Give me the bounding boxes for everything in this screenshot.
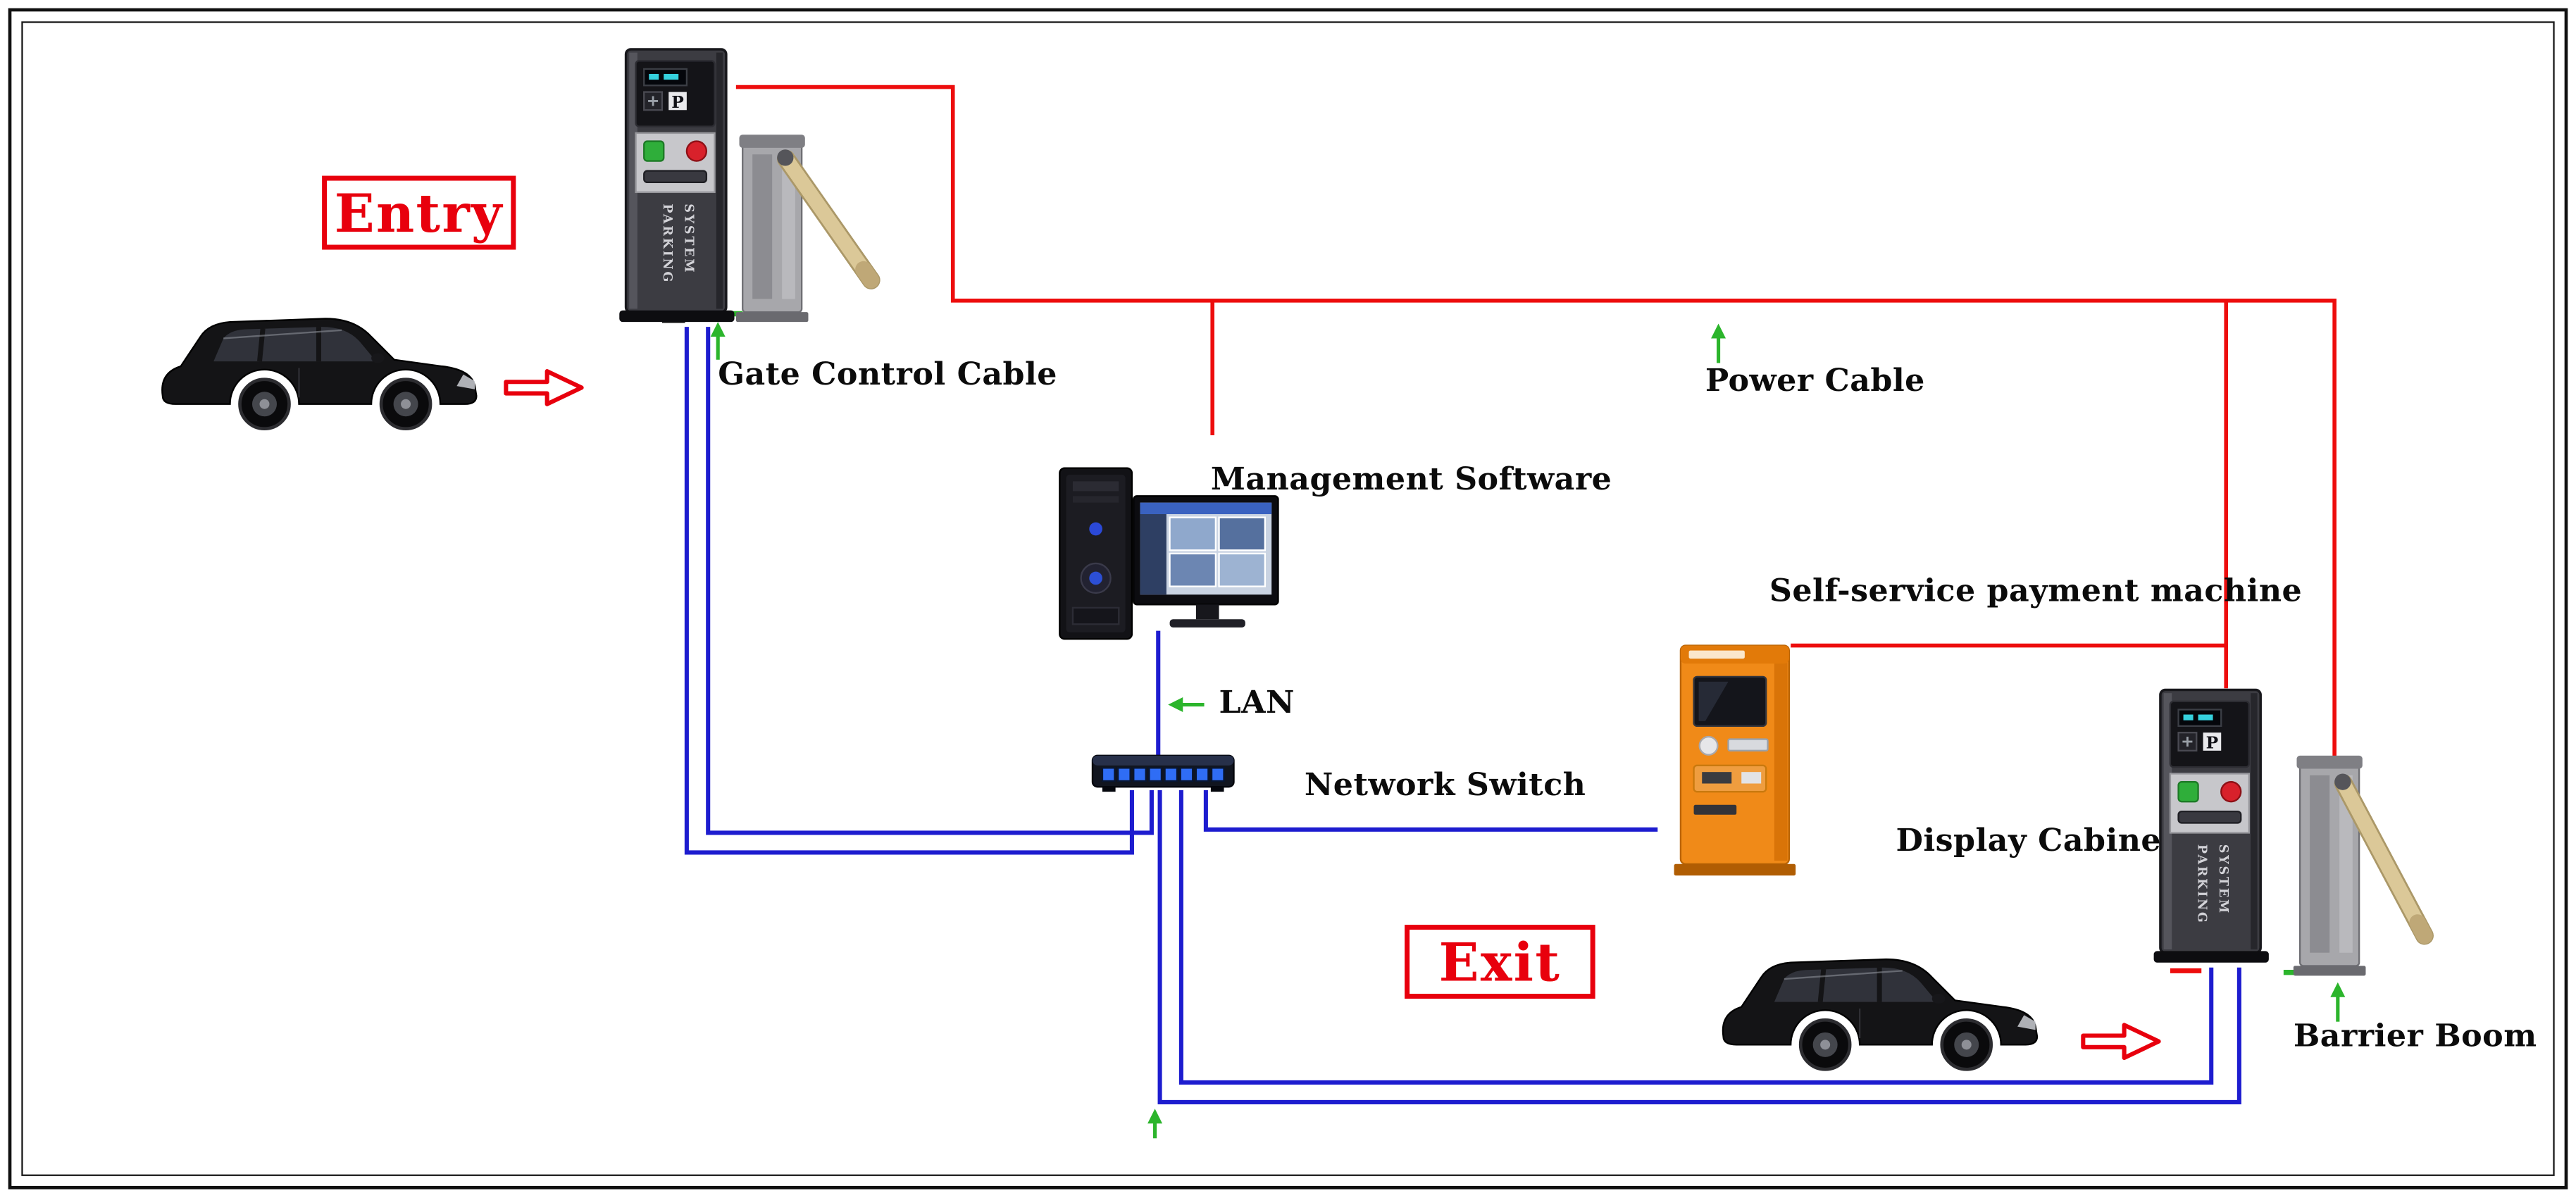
inner-frame — [21, 21, 2555, 1176]
station-p-logo — [668, 92, 687, 111]
computer-tower — [1059, 467, 1133, 640]
station-brand-line1: PARKING — [660, 204, 674, 284]
payment-card-slot — [1727, 738, 1769, 752]
entry-ticket-station: P PARKING SYSTEM — [619, 48, 735, 323]
exit-car-image — [1722, 958, 2039, 1071]
barrier-boom-label: Barrier Boom — [2293, 1018, 2537, 1055]
exit-ticket-station: P PARKING SYSTEM — [2153, 688, 2269, 963]
station-green-button — [643, 140, 665, 162]
entry-direction-arrow-icon — [504, 369, 584, 406]
entry-barrier-gate — [735, 135, 881, 323]
barrier-post — [735, 135, 809, 323]
station-red-button — [685, 140, 708, 162]
self-service-payment-label: Self-service payment machine — [1769, 573, 2303, 610]
barrier-arm — [777, 149, 881, 289]
station-brand-line1: PARKING — [2195, 844, 2209, 925]
network-switch-device — [1091, 754, 1235, 792]
station-p-logo-letter: P — [671, 93, 684, 112]
station-nav-keys-icon — [643, 91, 664, 111]
outer-frame — [8, 8, 2568, 1190]
exit-zone-label: Exit — [1438, 930, 1562, 993]
payment-cash-slot — [1693, 804, 1737, 815]
payment-kiosk — [1674, 644, 1796, 876]
payment-speaker — [1698, 735, 1719, 756]
management-computer — [1059, 467, 1279, 640]
barrier-pivot — [2334, 773, 2351, 790]
barrier-pivot — [777, 149, 794, 166]
station-brand-line2: SYSTEM — [2216, 844, 2230, 915]
station-ticket-slot — [2177, 810, 2242, 824]
computer-monitor — [1133, 495, 1279, 628]
gate-control-cable-label: Gate Control Cable — [718, 356, 1057, 393]
switch-ports — [1101, 767, 1225, 782]
entry-zone-label: Entry — [334, 181, 504, 244]
display-cabinet-label: Display Cabinet — [1896, 823, 2177, 859]
exit-direction-arrow-icon — [2081, 1023, 2161, 1061]
barrier-post — [2293, 755, 2366, 976]
station-ticket-slot — [643, 170, 708, 184]
lan-label: LAN — [1219, 685, 1295, 721]
power-cable-label: Power Cable — [1705, 363, 1925, 399]
station-p-logo-letter: P — [2206, 733, 2219, 752]
station-green-button — [2177, 780, 2199, 803]
entry-car-image — [161, 318, 478, 431]
station-brand-line2: SYSTEM — [682, 204, 696, 274]
exit-zone-badge: Exit — [1405, 925, 1595, 999]
network-switch-label: Network Switch — [1304, 767, 1586, 804]
management-software-label: Management Software — [1210, 461, 1612, 498]
station-red-button — [2220, 780, 2242, 803]
exit-barrier-gate — [2293, 755, 2434, 976]
station-p-logo — [2203, 732, 2222, 751]
entry-zone-badge: Entry — [322, 175, 516, 250]
